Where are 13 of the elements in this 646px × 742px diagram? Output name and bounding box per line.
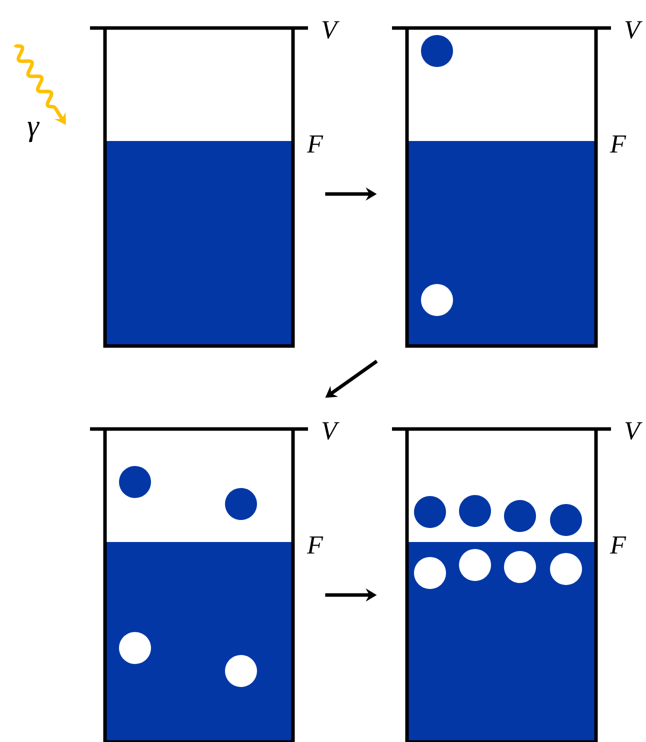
beaker-label: F (610, 536, 626, 554)
symbol-label: γ (28, 122, 40, 142)
beaker-label: F (306, 135, 324, 153)
beaker-label: V (625, 422, 642, 440)
beaker-label: F (610, 135, 626, 153)
beaker-label: V (322, 21, 340, 39)
beaker-drawing (90, 26, 308, 348)
beaker-drawing (90, 427, 308, 742)
beaker-label: V (322, 422, 340, 440)
beaker-label: F (306, 536, 324, 554)
beaker-drawing (392, 427, 611, 742)
beaker-drawing (392, 26, 611, 348)
beaker-label: V (625, 21, 642, 39)
